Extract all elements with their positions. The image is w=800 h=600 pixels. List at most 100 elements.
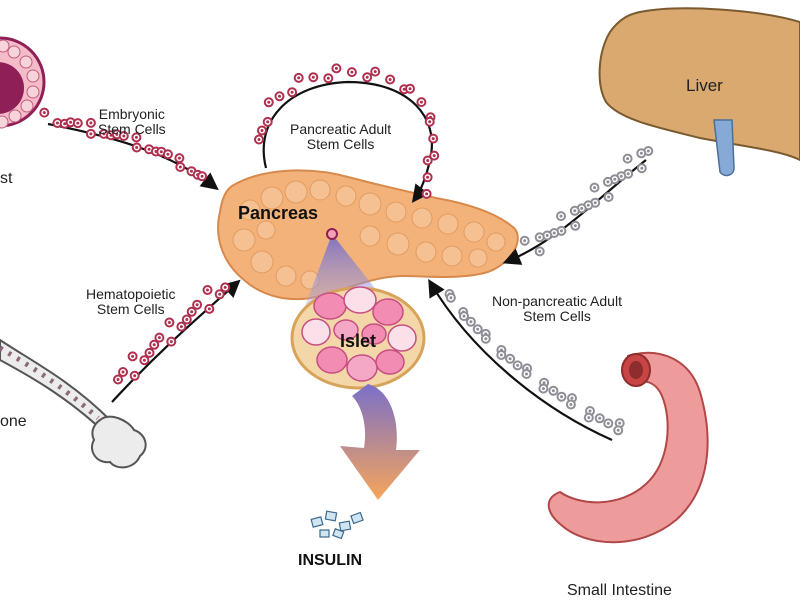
hematopoietic-stem-cell-nucleus bbox=[167, 321, 171, 324]
embryonic-stem-cell-nucleus bbox=[178, 165, 182, 169]
stem-cells bbox=[39, 63, 654, 436]
liver-stem-cell-nucleus bbox=[586, 203, 590, 207]
non-pancreatic-adult-stem-cells-label: Non-pancreatic Adult Stem Cells bbox=[492, 294, 622, 324]
embryonic-stem-cell-nucleus bbox=[42, 111, 46, 115]
pancreatic-adult-stem-cell-nucleus bbox=[267, 100, 271, 104]
embryonic-stem-cell-nucleus bbox=[122, 134, 126, 138]
embryonic-stem-cell-nucleus bbox=[115, 132, 119, 136]
hematopoietic-label-line2: Stem Cells bbox=[96, 301, 165, 317]
intestine-stem-cell-nucleus bbox=[449, 296, 453, 300]
liver-stem-cell-nucleus bbox=[640, 166, 644, 170]
pancreatic-adult-stem-cell-nucleus bbox=[297, 76, 301, 80]
liver-stem-cell-nucleus bbox=[538, 249, 542, 253]
liver-stem-cell-nucleus bbox=[593, 186, 596, 190]
small-intestine bbox=[547, 351, 709, 544]
pancreatic-adult-stem-cell-nucleus bbox=[365, 75, 369, 79]
embryonic-stem-cell-nucleus bbox=[166, 152, 170, 156]
intestine-stem-cell-nucleus bbox=[542, 381, 546, 385]
hematopoietic-label-line1: Hematopoietic bbox=[86, 286, 176, 302]
hematopoietic-stem-cell-nucleus bbox=[185, 318, 189, 321]
blastocyst-label-fragment: st bbox=[0, 170, 13, 187]
embryonic-stem-cell-nucleus bbox=[135, 146, 139, 149]
pancreatic-adult-stem-cell-nucleus bbox=[266, 120, 270, 124]
hematopoietic-stem-cell-nucleus bbox=[195, 303, 199, 307]
intestine-stem-cell-nucleus bbox=[476, 327, 480, 331]
pancreatic-adult-label-line2: Stem Cells bbox=[306, 136, 375, 152]
intestine-stem-cell-nucleus bbox=[616, 428, 620, 432]
liver-stem-cell-nucleus bbox=[523, 239, 527, 243]
bone bbox=[0, 338, 147, 469]
embryonic-stem-cell-nucleus bbox=[55, 121, 59, 125]
pancreatic-adult-stem-cell-nucleus bbox=[428, 120, 432, 124]
intestine-stem-cell-nucleus bbox=[569, 403, 573, 406]
hematopoietic-stem-cell-nucleus bbox=[190, 310, 194, 314]
pancreatic-adult-stem-cell-nucleus bbox=[373, 70, 377, 74]
hematopoietic-stem-cell-nucleus bbox=[169, 340, 173, 344]
bone-label-fragment: one bbox=[0, 413, 27, 430]
embryonic-stem-cell-nucleus bbox=[63, 122, 67, 126]
intestine-stem-cell-nucleus bbox=[469, 320, 473, 324]
hematopoietic-stem-cell-nucleus bbox=[179, 325, 183, 329]
embryonic-stem-cell-nucleus bbox=[190, 169, 193, 173]
intestine-stem-cell-nucleus bbox=[588, 409, 592, 413]
pancreatic-adult-stem-cell-nucleus bbox=[432, 154, 436, 158]
embryonic-stem-cell-nucleus bbox=[89, 132, 93, 136]
pancreatic-adult-stem-cell-nucleus bbox=[257, 138, 261, 141]
embryonic-stem-cell-nucleus bbox=[76, 121, 80, 125]
intestine-stem-cell-nucleus bbox=[516, 363, 520, 367]
liver-stem-cell-nucleus bbox=[580, 206, 584, 210]
pancreas-label: Pancreas bbox=[238, 203, 319, 223]
pancreas bbox=[217, 169, 519, 301]
pancreatic-adult-stem-cell-nucleus bbox=[431, 137, 435, 141]
hematopoietic-stem-cell-nucleus bbox=[206, 288, 209, 292]
embryonic-stem-cell-nucleus bbox=[109, 133, 113, 137]
embryonic-stem-cell-nucleus bbox=[69, 120, 73, 124]
embryonic-label-line1: Embryonic bbox=[98, 106, 165, 122]
liver bbox=[598, 7, 800, 177]
hematopoietic-stem-cell-nucleus bbox=[218, 292, 222, 296]
hematopoietic-stem-cell-nucleus bbox=[223, 285, 227, 289]
intestine-stem-cell-nucleus bbox=[570, 396, 574, 400]
liver-stem-cell-nucleus bbox=[639, 151, 643, 155]
intestine-stem-cell-nucleus bbox=[598, 416, 602, 420]
pancreatic-adult-stem-cell-nucleus bbox=[426, 175, 430, 179]
intestine-stem-cell-nucleus bbox=[484, 337, 488, 341]
hematopoietic-stem-cell-nucleus bbox=[157, 336, 161, 340]
liver-stem-cell-nucleus bbox=[606, 180, 610, 184]
embryonic-stem-cell-nucleus bbox=[134, 135, 138, 139]
liver-stem-cell-nucleus bbox=[573, 209, 577, 213]
hematopoietic-stem-cell-nucleus bbox=[121, 370, 125, 374]
liver-stem-cell-nucleus bbox=[607, 195, 611, 199]
liver-stem-cell-nucleus bbox=[559, 214, 563, 218]
pancreatic-adult-stem-cell-nucleus bbox=[334, 66, 338, 70]
liver-label: Liver bbox=[686, 76, 723, 95]
blastocyst bbox=[0, 36, 46, 129]
liver-stem-cell-nucleus bbox=[573, 224, 577, 228]
liver-stem-cell-nucleus bbox=[545, 234, 549, 237]
intestine-arrow bbox=[428, 278, 613, 442]
embryonic-stem-cell-nucleus bbox=[177, 156, 181, 160]
pancreatic-adult-stem-cell-nucleus bbox=[326, 76, 330, 80]
liver-stem-cell-nucleus bbox=[646, 149, 650, 153]
embryonic-label-line2: Stem Cells bbox=[98, 121, 166, 137]
intestine-stem-cell-nucleus bbox=[499, 353, 503, 357]
embryonic-stem-cells-label: Embryonic Stem Cells bbox=[98, 107, 166, 137]
hematopoietic-stem-cell-nucleus bbox=[148, 351, 151, 355]
non-pancreatic-label-line2: Stem Cells bbox=[523, 308, 591, 324]
pancreatic-adult-stem-cell-nucleus bbox=[408, 87, 412, 91]
liver-stem-cell-nucleus bbox=[593, 201, 597, 205]
pancreatic-adult-stem-cells-label: Pancreatic Adult Stem Cells bbox=[290, 122, 391, 152]
non-pancreatic-label-line1: Non-pancreatic Adult bbox=[492, 293, 622, 309]
embryonic-stem-cell-nucleus bbox=[200, 174, 204, 178]
intestine-stem-cell-nucleus bbox=[551, 389, 555, 393]
hematopoietic-stem-cell-nucleus bbox=[152, 343, 156, 347]
insulin-crystals bbox=[310, 510, 364, 540]
liver-stem-cell-nucleus bbox=[619, 174, 623, 178]
hematopoietic-stem-cell-nucleus bbox=[116, 378, 120, 381]
intestine-stem-cell-nucleus bbox=[560, 395, 563, 399]
embryonic-stem-cell-nucleus bbox=[159, 150, 163, 154]
intestine-stem-cell-nucleus bbox=[508, 357, 512, 361]
pancreatic-adult-stem-cell-nucleus bbox=[260, 129, 264, 132]
pancreatic-adult-stem-cell-nucleus bbox=[290, 90, 294, 94]
